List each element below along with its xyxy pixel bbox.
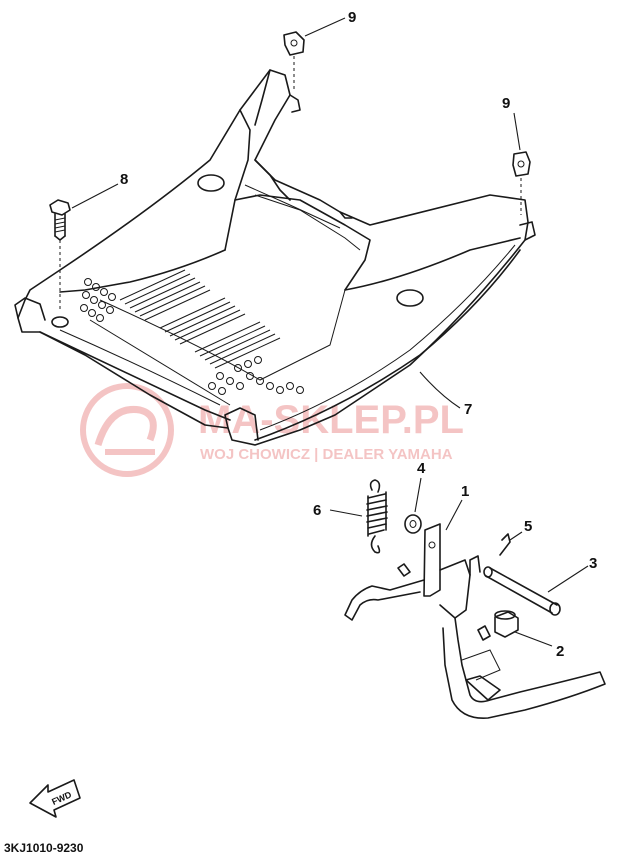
part-7-footrest-cover bbox=[14, 69, 536, 446]
part-8-bolt bbox=[49, 183, 119, 310]
part-4-washer bbox=[404, 477, 422, 534]
leader-9a bbox=[304, 17, 346, 37]
callout-4: 4 bbox=[417, 460, 426, 477]
leader-5 bbox=[509, 531, 523, 541]
part-1-main-stand bbox=[344, 499, 606, 719]
part-2-bushing bbox=[477, 610, 553, 647]
floor-ribs bbox=[119, 269, 281, 369]
watermark-subtitle: WOJ CHOWICZ | DEALER YAMAHA bbox=[200, 446, 453, 463]
callout-8: 8 bbox=[120, 171, 128, 188]
leader-9b bbox=[513, 112, 521, 151]
watermark: MA-SKLEP.PL WOJ CHOWICZ | DEALER YAMAHA bbox=[80, 383, 464, 477]
callout-5: 5 bbox=[524, 518, 532, 535]
watermark-logo bbox=[80, 383, 174, 477]
callout-3: 3 bbox=[589, 555, 597, 572]
callout-7: 7 bbox=[464, 401, 472, 418]
part-6-spring bbox=[329, 479, 388, 554]
callout-1: 1 bbox=[461, 483, 469, 500]
floor-dimples bbox=[80, 278, 304, 395]
leader-1 bbox=[445, 499, 463, 531]
callout-9-right: 9 bbox=[502, 95, 510, 112]
part-5-cotter-pin bbox=[499, 531, 523, 556]
leader-2 bbox=[514, 631, 553, 647]
callout-6: 6 bbox=[313, 502, 321, 519]
leader-8 bbox=[71, 183, 119, 209]
fwd-label: FWD bbox=[50, 789, 73, 807]
fwd-arrow-icon: FWD bbox=[29, 779, 81, 818]
leader-4 bbox=[414, 477, 422, 513]
part-3-shaft bbox=[483, 565, 589, 616]
leader-7 bbox=[419, 371, 461, 409]
callout-9-upper: 9 bbox=[348, 9, 356, 26]
callout-2: 2 bbox=[556, 643, 564, 660]
diagram-code: 3KJ1010-9230 bbox=[4, 841, 84, 855]
watermark-title: MA-SKLEP.PL bbox=[198, 398, 464, 442]
part-9-clip-nut-right bbox=[512, 112, 531, 215]
leader-6 bbox=[329, 509, 363, 517]
leader-3 bbox=[547, 565, 589, 593]
part-9-clip-nut-upper bbox=[283, 17, 346, 90]
